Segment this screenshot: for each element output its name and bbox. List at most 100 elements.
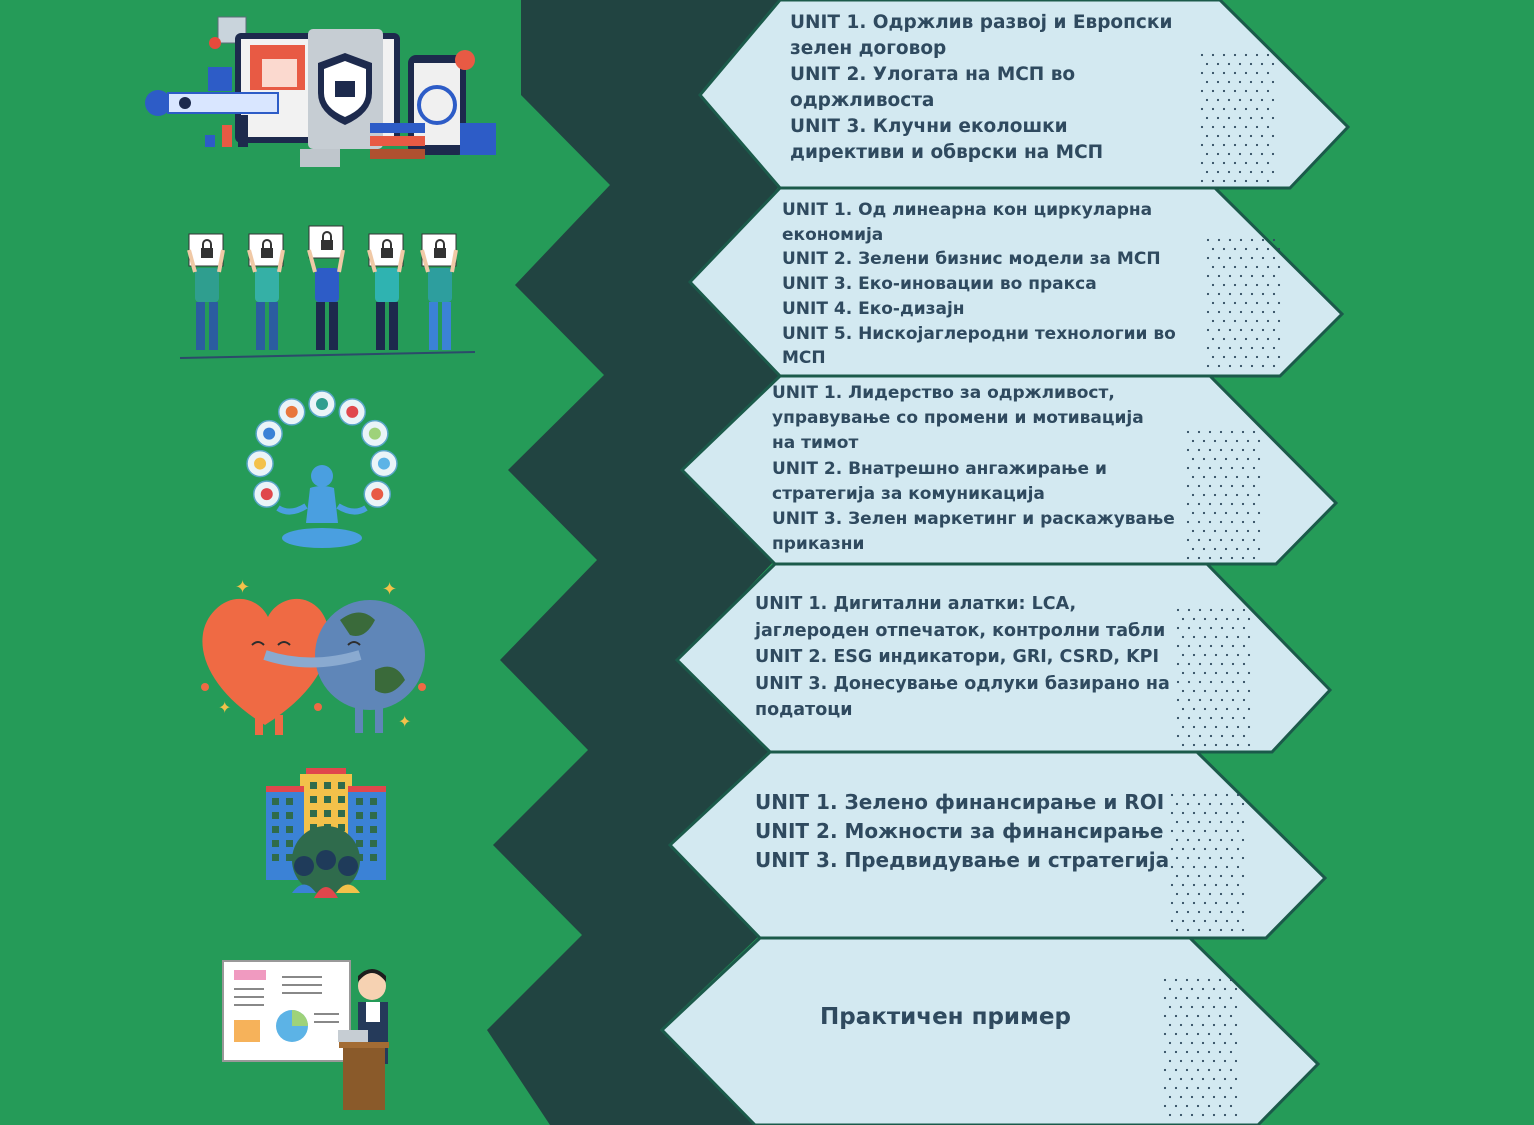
module-3-line: на тимот <box>772 433 859 454</box>
building-window <box>286 854 293 861</box>
building-window <box>286 798 293 805</box>
building-window <box>356 826 363 833</box>
building-window <box>370 840 377 847</box>
module-6-line: Практичен пример <box>820 1004 1071 1030</box>
module-panel-6 <box>659 936 1321 1125</box>
building-window <box>370 798 377 805</box>
dark-zigzag-band <box>487 0 780 1125</box>
building-window <box>310 824 317 831</box>
building-window <box>286 826 293 833</box>
module-3-line: приказни <box>772 534 865 555</box>
module-2-line: UNIT 5. Нискојаглеродни технологии во <box>782 323 1176 344</box>
ring-icon-symbol <box>316 398 328 410</box>
meditating-person-with-icons-illustration <box>246 390 398 548</box>
module-3-line: UNIT 1. Лидерство за одржливост, <box>772 383 1115 403</box>
building-window <box>338 796 345 803</box>
module-1-line: зелен договор <box>790 38 947 59</box>
building-window <box>286 812 293 819</box>
building-window <box>370 854 377 861</box>
ring-icon-symbol <box>346 405 359 418</box>
module-1-line: директиви и обврски на МСП <box>790 142 1104 163</box>
building-window <box>272 826 279 833</box>
dot-pattern-3 <box>1186 430 1261 560</box>
ring-icon-symbol <box>263 427 276 440</box>
svg-text:✦: ✦ <box>235 577 250 598</box>
module-5-line: UNIT 2. Можности за финансирање <box>755 819 1164 843</box>
ring-icon-symbol <box>260 488 273 501</box>
dot-pattern-5 <box>1170 793 1245 932</box>
module-text-1: UNIT 1. Одржлив развој и Европски зелен д… <box>790 10 1180 166</box>
dot-pattern-2 <box>1206 238 1281 368</box>
module-2-line: UNIT 4. Еко-дизајн <box>782 298 965 319</box>
module-panel-5 <box>667 750 1328 940</box>
person-holding-lock-sign <box>367 233 405 350</box>
ring-icon-symbol <box>371 488 384 501</box>
person-holding-lock-sign <box>247 233 285 350</box>
module-5-line: UNIT 1. Зелено финансирање и ROI <box>755 790 1165 814</box>
building-window <box>356 798 363 805</box>
module-panel-3 <box>679 374 1339 566</box>
module-2-line: МСП <box>782 348 826 369</box>
module-1-line: UNIT 3. Клучни еколошки <box>790 116 1068 137</box>
building-window <box>338 810 345 817</box>
building-window <box>272 840 279 847</box>
person-holding-lock-sign <box>187 233 225 350</box>
module-1-line: одржливоста <box>790 90 935 111</box>
module-3-line: UNIT 3. Зелен маркетинг и раскажување <box>772 509 1175 530</box>
building-window <box>272 812 279 819</box>
module-4-line: јаглероден отпечаток, контролни табли <box>755 620 1166 641</box>
ring-icon-symbol <box>254 457 267 470</box>
module-4-line: UNIT 3. Донесување одлуки базирано на <box>755 673 1170 694</box>
heart-hugging-earth-illustration: ✦ ✦ ✦ ✦ <box>201 577 426 735</box>
module-4-line: UNIT 2. ESG индикатори, GRI, CSRD, KPI <box>755 647 1159 667</box>
module-5-line: UNIT 3. Предвидување и стратегија <box>755 848 1170 872</box>
person-holding-lock-sign <box>307 225 345 350</box>
module-panel-1 <box>698 0 1351 190</box>
module-text-4: UNIT 1. Дигитални алатки: LCA, јаглероден… <box>755 591 1180 724</box>
ring-icon-symbol <box>377 457 390 470</box>
module-2-line: UNIT 2. Зелени бизнис модели за МСП <box>782 249 1161 270</box>
building-window <box>286 840 293 847</box>
people-holding-lock-signs-illustration <box>179 225 475 359</box>
building-window <box>324 782 331 789</box>
module-2-line: UNIT 3. Еко-иновации во пракса <box>782 274 1097 295</box>
building-window <box>310 796 317 803</box>
buildings-with-community-illustration <box>266 768 386 898</box>
module-text-2: UNIT 1. Од линеарна кон циркуларна економ… <box>782 198 1180 371</box>
module-text-6: Практичен пример <box>820 1002 1100 1032</box>
building-window <box>356 812 363 819</box>
building-window <box>272 798 279 805</box>
building-window <box>272 854 279 861</box>
module-4-line: UNIT 1. Дигитални алатки: LCA, <box>755 594 1077 614</box>
svg-text:✦: ✦ <box>382 579 397 600</box>
dot-pattern-1 <box>1200 53 1275 183</box>
module-1-line: UNIT 1. Одржлив развој и Европски <box>790 12 1173 33</box>
building-window <box>370 826 377 833</box>
presenter-with-whiteboard-illustration <box>222 960 389 1110</box>
person-holding-lock-sign <box>420 233 458 350</box>
building-window <box>338 782 345 789</box>
building-window <box>356 840 363 847</box>
building-window <box>370 812 377 819</box>
module-3-line: стратегија за комуникација <box>772 483 1045 504</box>
building-window <box>310 782 317 789</box>
module-text-3: UNIT 1. Лидерство за одржливост,управува… <box>772 381 1180 557</box>
module-text-5: UNIT 1. Зелено финансирање и ROI UNIT 2. … <box>755 788 1180 875</box>
svg-text:✦: ✦ <box>398 712 411 731</box>
svg-text:✦: ✦ <box>218 698 231 717</box>
module-2-line: економија <box>782 224 884 245</box>
ring-icon-symbol <box>285 405 298 418</box>
module-4-line: податоци <box>755 700 853 720</box>
dot-pattern-4 <box>1176 608 1251 747</box>
module-3-line: UNIT 2. Внатрешно ангажирање и <box>772 458 1107 479</box>
building-window <box>324 796 331 803</box>
module-panel-2 <box>687 186 1345 378</box>
building-window <box>338 824 345 831</box>
building-window <box>324 810 331 817</box>
dot-pattern-6 <box>1163 978 1238 1117</box>
digital-security-devices-illustration <box>145 16 496 167</box>
module-1-line: UNIT 2. Улогата на МСП во <box>790 64 1076 85</box>
ring-icon-symbol <box>368 427 381 440</box>
module-2-line: UNIT 1. Од линеарна кон циркуларна <box>782 200 1153 220</box>
